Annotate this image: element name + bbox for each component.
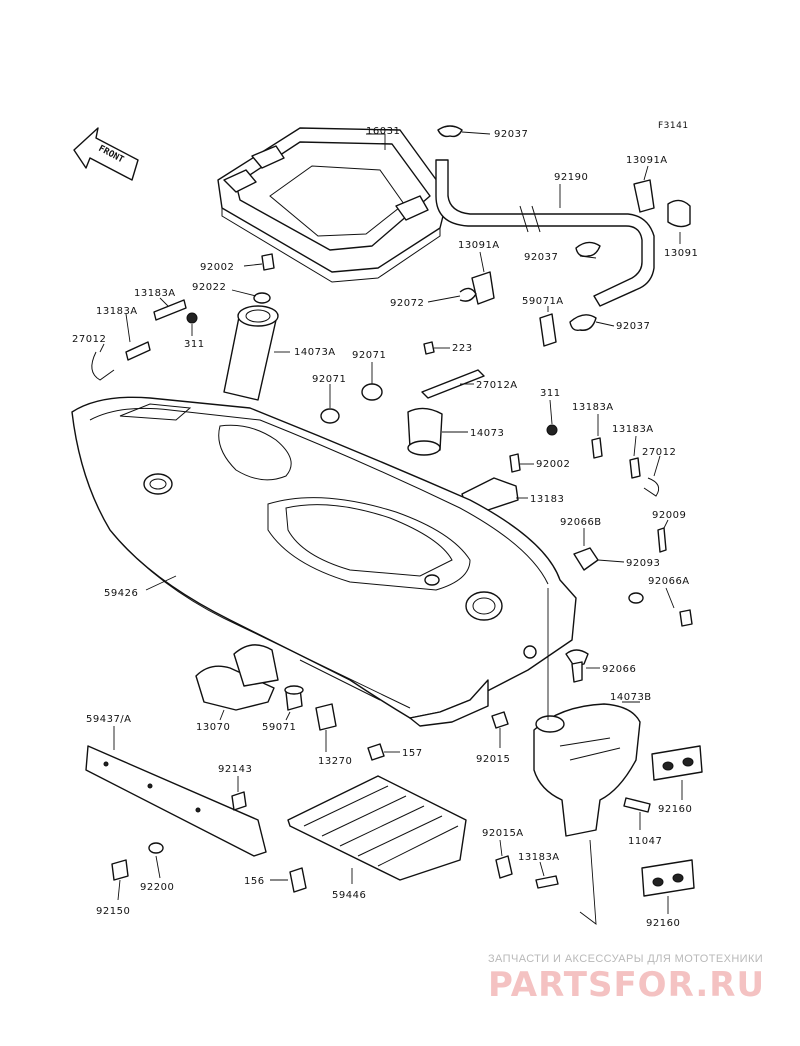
- callout-27012a: 27012A: [476, 380, 518, 391]
- callout-92002-right: 92002: [536, 459, 570, 470]
- callout-59426: 59426: [104, 588, 138, 599]
- callout-92072: 92072: [390, 298, 424, 309]
- part-fuel-fittings: [573, 527, 693, 627]
- callout-223: 223: [452, 343, 473, 354]
- part-rubber-clips: [471, 179, 691, 305]
- callout-14073: 14073: [470, 428, 504, 439]
- part-bolt-92002-top: [261, 253, 275, 271]
- callout-13183a-left: 13183A: [96, 306, 138, 317]
- callout-13091: 13091: [664, 248, 698, 259]
- callout-92066a: 92066A: [648, 576, 690, 587]
- part-washer-92022: [253, 292, 271, 304]
- callout-92093: 92093: [626, 558, 660, 569]
- callout-92009: 92009: [652, 510, 686, 521]
- callout-13091a-right: 13091A: [626, 155, 668, 166]
- part-seat-tray: [217, 127, 449, 283]
- callout-59071: 59071: [262, 722, 296, 733]
- watermark-logo: PARTSFOR.RU: [488, 965, 765, 1005]
- callout-27012-left: 27012: [72, 334, 106, 345]
- part-pin-11047: [623, 797, 651, 813]
- callout-59446: 59446: [332, 890, 366, 901]
- callout-13183a-lower: 13183A: [518, 852, 560, 863]
- part-pin-13183a-lower: [535, 875, 559, 889]
- reference-line-lower: [579, 839, 597, 925]
- callout-92015: 92015: [476, 754, 510, 765]
- part-grommets-92071: [320, 383, 383, 424]
- part-fitting-59071: [284, 685, 304, 711]
- part-filler-neck: [533, 703, 703, 837]
- part-nut-92015: [491, 711, 509, 729]
- callout-311-left: 311: [184, 339, 205, 350]
- callout-11047: 11047: [628, 836, 662, 847]
- front-arrow-icon: FRONT: [73, 127, 139, 181]
- watermark-tagline: ЗАПЧАСТИ И АКСЕССУАРЫ ДЛЯ МОТОТЕХНИКИ: [488, 953, 763, 965]
- callout-311-right: 311: [540, 388, 561, 399]
- callout-13091a-mid: 13091A: [458, 240, 500, 251]
- callout-13270: 13270: [318, 756, 352, 767]
- part-washer-92200: [148, 842, 164, 854]
- callout-92037-mid: 92037: [524, 252, 558, 263]
- callout-92015a: 92015A: [482, 828, 524, 839]
- part-bracket-13270: [315, 703, 337, 731]
- callout-92071-left: 92071: [312, 374, 346, 385]
- part-screw-157: [367, 743, 385, 761]
- part-hose: [435, 125, 655, 332]
- callout-92022: 92022: [192, 282, 226, 293]
- callout-157: 157: [402, 748, 423, 759]
- callout-92150: 92150: [96, 906, 130, 917]
- part-filler-tube: [223, 305, 279, 401]
- callout-92071-right: 92071: [352, 350, 386, 361]
- callout-13070: 13070: [196, 722, 230, 733]
- callout-16031: 16031: [366, 126, 400, 137]
- callout-92066: 92066: [602, 664, 636, 675]
- callout-92160-bottom: 92160: [646, 918, 680, 929]
- part-clamp-group-left: [91, 299, 198, 381]
- callout-156: 156: [244, 876, 265, 887]
- part-grate: [287, 775, 467, 881]
- part-vent-cap-14073: [407, 407, 443, 456]
- callout-92143: 92143: [218, 764, 252, 775]
- part-clamp-group-right: [546, 424, 660, 497]
- callout-59071a: 59071A: [522, 296, 564, 307]
- callout-14073a: 14073A: [294, 347, 336, 358]
- callout-92037-top: 92037: [494, 129, 528, 140]
- part-fitting-59071a: [539, 313, 557, 347]
- callout-92037-low: 92037: [616, 321, 650, 332]
- part-hull: [71, 396, 577, 727]
- part-screw-92150: [111, 859, 129, 881]
- part-plate-92160: [641, 859, 695, 897]
- callout-13183a-right: 13183A: [612, 424, 654, 435]
- part-bolt-156: [289, 867, 307, 893]
- part-clip-92072: [459, 287, 477, 302]
- part-intake-grill: [195, 644, 279, 711]
- callout-13183a-right-top: 13183A: [572, 402, 614, 413]
- callout-92002-top: 92002: [200, 262, 234, 273]
- part-nut-92015a: [495, 855, 513, 879]
- figure-code: F3141: [658, 121, 689, 131]
- callout-92066b: 92066B: [560, 517, 602, 528]
- part-fitting-92066: [565, 649, 589, 683]
- callout-13183a-left-top: 13183A: [134, 288, 176, 299]
- callout-92200: 92200: [140, 882, 174, 893]
- part-strake: [85, 745, 267, 857]
- callout-13183: 13183: [530, 494, 564, 505]
- callout-92190: 92190: [554, 172, 588, 183]
- callout-14073b: 14073B: [610, 692, 652, 703]
- callout-59437: 59437/A: [86, 714, 132, 725]
- part-stud-92143: [231, 791, 247, 811]
- part-bracket-13183: [461, 453, 521, 511]
- part-strap-27012a: [421, 341, 485, 399]
- callout-27012-right: 27012: [642, 447, 676, 458]
- callout-92160-top: 92160: [658, 804, 692, 815]
